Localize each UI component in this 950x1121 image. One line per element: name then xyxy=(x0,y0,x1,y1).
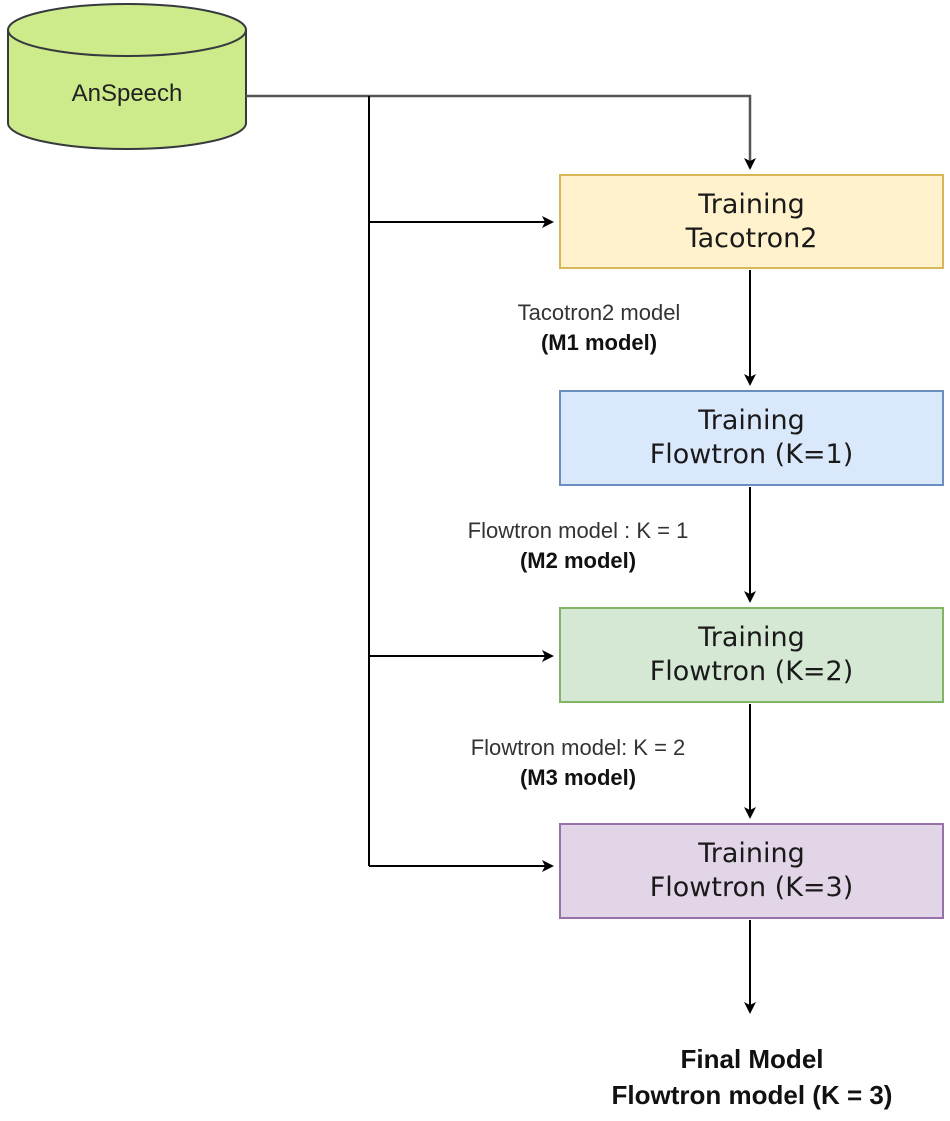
edge-label-m3: Flowtron model: K = 2 (M3 model) xyxy=(418,733,738,793)
training-flowtron-k2-box: Training Flowtron (K=2) xyxy=(559,607,944,703)
edge-source-to-tacotron xyxy=(246,94,756,170)
step-title: Training xyxy=(698,622,805,653)
final-subtitle: Flowtron model (K = 3) xyxy=(611,1080,893,1110)
step-subtitle: Flowtron (K=3) xyxy=(649,872,854,903)
step-subtitle: Flowtron (K=2) xyxy=(649,656,854,687)
step-subtitle: Flowtron (K=1) xyxy=(649,439,854,470)
training-flowtron-k1-box: Training Flowtron (K=1) xyxy=(559,390,944,486)
edge-label-text: Flowtron model: K = 2 xyxy=(470,735,686,760)
final-title: Final Model xyxy=(680,1044,824,1074)
edge-label-model: (M1 model) xyxy=(540,330,658,355)
edge-label-model: (M2 model) xyxy=(519,548,637,573)
edge-label-m1: Tacotron2 model (M1 model) xyxy=(474,298,724,358)
edge-label-model: (M3 model) xyxy=(519,765,637,790)
edge-label-text: Tacotron2 model xyxy=(517,300,681,325)
final-model-label: Final Model Flowtron model (K = 3) xyxy=(552,1041,950,1113)
step-title: Training xyxy=(698,188,805,220)
step-title: Training xyxy=(698,838,805,869)
step-subtitle: Tacotron2 xyxy=(685,222,818,254)
step-title: Training xyxy=(698,405,805,436)
training-tacotron2-box: Training Tacotron2 xyxy=(559,174,944,269)
edge-label-text: Flowtron model : K = 1 xyxy=(467,518,689,543)
edge-label-m2: Flowtron model : K = 1 (M2 model) xyxy=(418,516,738,576)
anspeech-database xyxy=(7,3,247,150)
training-flowtron-k3-box: Training Flowtron (K=3) xyxy=(559,823,944,919)
anspeech-label: AnSpeech xyxy=(71,80,183,107)
